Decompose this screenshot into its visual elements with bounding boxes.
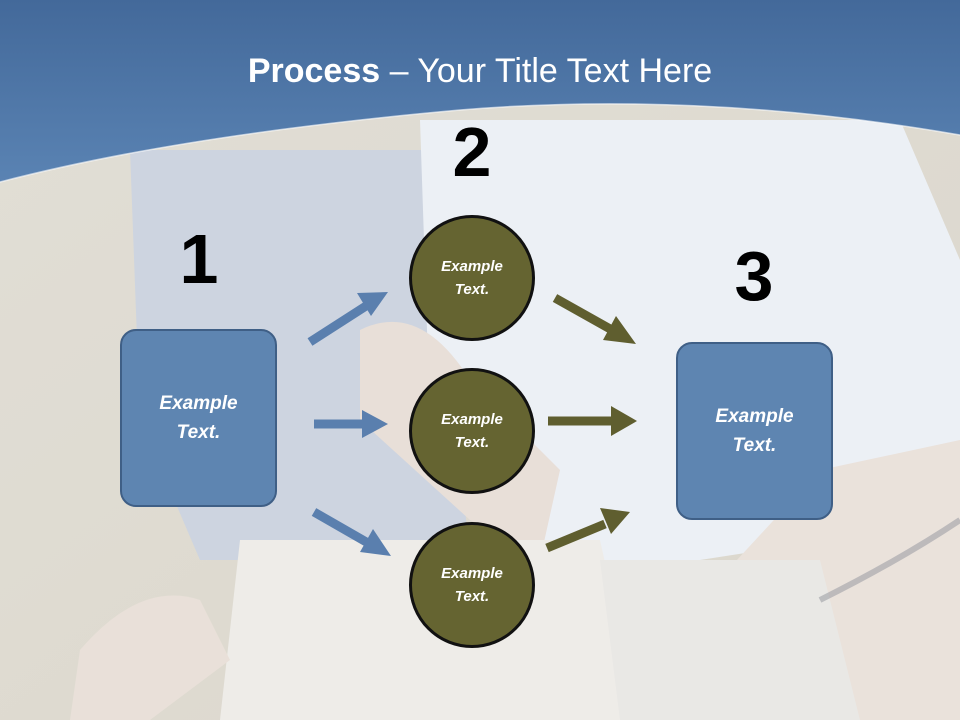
title-rest: – Your Title Text Here [380, 52, 713, 90]
right-box-line1: Example [715, 406, 794, 427]
arrow-left-to-top [307, 292, 388, 346]
step-number-3: 3 [734, 237, 774, 315]
left-box-line1: Example [159, 393, 238, 414]
circle-top: Example Text. [409, 215, 535, 341]
right-box-line2: Text. [732, 435, 777, 456]
circle-middle-line1: Example [441, 411, 503, 428]
circle-top-line2: Text. [454, 281, 490, 298]
arrow-left-to-middle [314, 410, 388, 438]
circle-bottom-line2: Text. [454, 588, 490, 605]
circle-middle: Example Text. [409, 368, 535, 494]
slide-title: Process – Your Title Text Here [0, 52, 960, 91]
right-box: Example Text. [676, 342, 833, 520]
arrow-top-to-right [552, 294, 636, 344]
step-number-1: 1 [179, 220, 219, 298]
circle-middle-line2: Text. [454, 434, 490, 451]
left-box: Example Text. [120, 329, 277, 507]
left-box-line2: Text. [176, 422, 221, 443]
title-bold: Process [247, 52, 381, 90]
arrow-left-to-bottom [311, 508, 391, 556]
arrow-bottom-to-right [545, 508, 630, 553]
circle-bottom-line1: Example [441, 565, 503, 582]
arrow-middle-to-right [548, 406, 637, 436]
circle-top-line1: Example [441, 258, 503, 275]
circle-bottom: Example Text. [409, 522, 535, 648]
step-number-2: 2 [452, 113, 492, 191]
